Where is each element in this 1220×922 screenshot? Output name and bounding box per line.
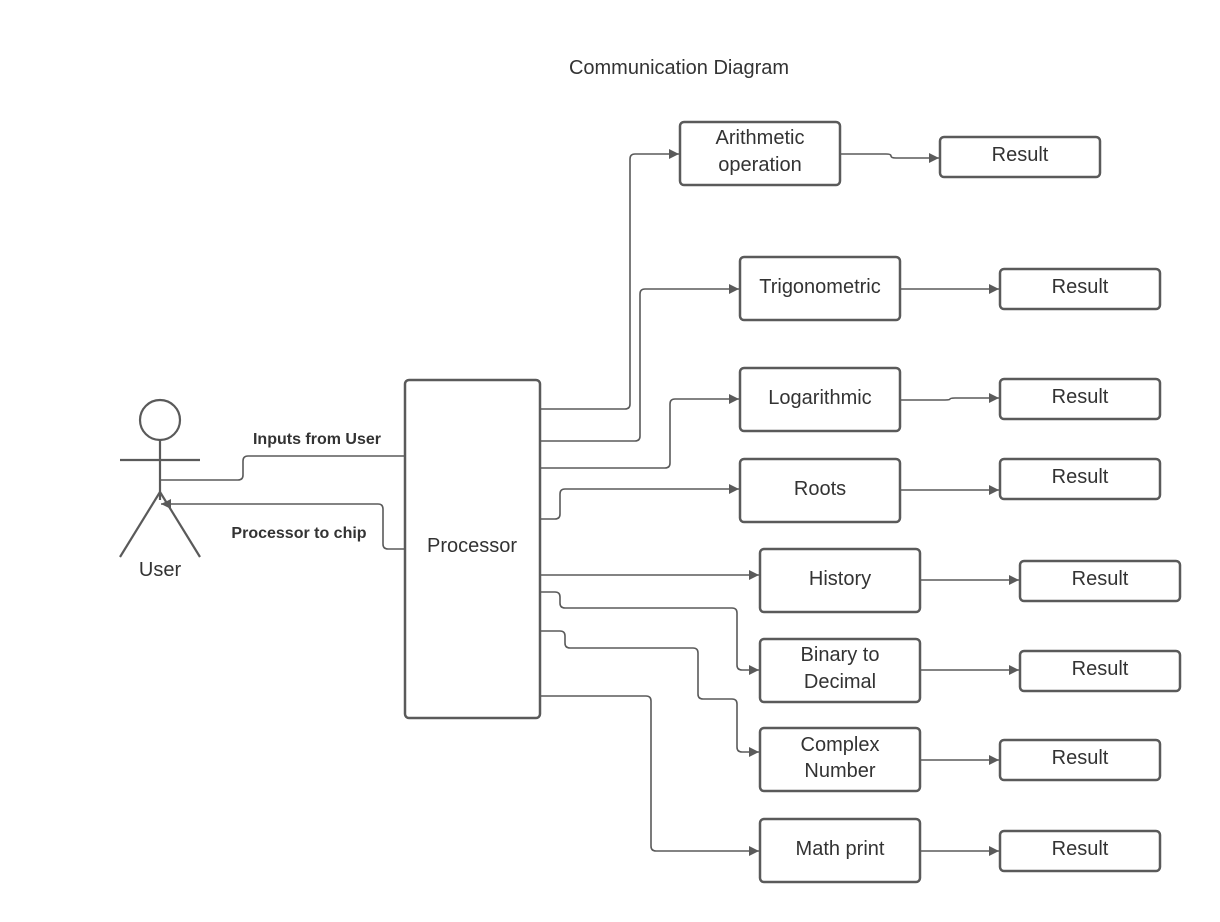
operation-node-logarithmic: Logarithmic xyxy=(738,366,902,433)
result-box xyxy=(938,135,1102,179)
operation-label-line: History xyxy=(809,568,871,590)
connector-user-to-processor xyxy=(160,455,405,481)
operation-box xyxy=(678,120,842,187)
operation-box xyxy=(738,366,902,433)
actor-label: User xyxy=(139,559,182,581)
operation-label-line: Arithmetic xyxy=(716,127,805,149)
actor-head xyxy=(138,398,182,442)
operation-box xyxy=(758,726,922,793)
connector-processor-to-arithmetic xyxy=(541,149,679,410)
actor-left-leg xyxy=(119,491,161,558)
result-box xyxy=(998,267,1162,311)
connector-logarithmic-to-result xyxy=(901,393,999,403)
user-actor: User xyxy=(119,398,201,581)
result-label: Result xyxy=(1052,276,1109,298)
result-box xyxy=(1018,649,1182,693)
operation-node-history: History xyxy=(758,547,922,614)
result-node-complex-number: Result xyxy=(998,738,1162,782)
connector-processor-to-trigonometric xyxy=(541,284,739,442)
result-label: Result xyxy=(1072,658,1129,680)
result-box xyxy=(998,738,1162,782)
processor-node: Processor xyxy=(403,378,542,720)
operation-node-trigonometric: Trigonometric xyxy=(738,255,902,322)
processor-label: Processor xyxy=(427,535,517,557)
connector-processor-to-binary xyxy=(541,591,759,675)
operation-label-line: Complex xyxy=(801,734,880,756)
result-label: Result xyxy=(992,144,1049,166)
operation-box xyxy=(738,255,902,322)
operation-node-math-print: Math print xyxy=(758,817,922,884)
operation-label-line: Number xyxy=(804,760,875,782)
connector-processor-to-user xyxy=(161,499,405,550)
operation-box xyxy=(758,547,922,614)
operation-label-line: Roots xyxy=(794,478,846,500)
result-node-logarithmic: Result xyxy=(998,377,1162,421)
connector-processor-to-mathprint xyxy=(541,695,759,856)
operation-box xyxy=(758,637,922,704)
result-label: Result xyxy=(1052,386,1109,408)
operation-box xyxy=(738,457,902,524)
result-node-math-print: Result xyxy=(998,829,1162,873)
operation-label-line: Math print xyxy=(796,838,885,860)
operation-node-roots: Roots xyxy=(738,457,902,524)
result-label: Result xyxy=(1052,747,1109,769)
result-label: Result xyxy=(1072,568,1129,590)
operation-label-line: Logarithmic xyxy=(768,387,871,409)
edge-label-inputs: Inputs from User xyxy=(253,431,381,448)
connector-processor-to-logarithmic xyxy=(541,394,739,469)
operation-label-line: Trigonometric xyxy=(759,276,881,298)
connector-arithmetic-to-result xyxy=(841,153,939,163)
result-node-arithmetic: Result xyxy=(938,135,1102,179)
result-node-history: Result xyxy=(1018,559,1182,603)
result-box xyxy=(1018,559,1182,603)
connector-processor-to-complex xyxy=(541,630,759,757)
diagram-title: Communication Diagram xyxy=(569,57,789,79)
result-node-roots: Result xyxy=(998,457,1162,501)
connector-processor-to-roots xyxy=(541,484,739,520)
actor-right-leg xyxy=(159,491,201,558)
operation-node-binary-to-decimal: Binary to Decimal xyxy=(758,637,922,704)
result-box xyxy=(998,829,1162,873)
result-node-trigonometric: Result xyxy=(998,267,1162,311)
processor-box xyxy=(403,378,542,720)
result-box xyxy=(998,457,1162,501)
operation-label-line: Binary to xyxy=(801,644,880,666)
operation-node-complex-number: Complex Number xyxy=(758,726,922,793)
result-box xyxy=(998,377,1162,421)
result-node-binary-to-decimal: Result xyxy=(1018,649,1182,693)
edge-label-processor-to-chip: Processor to chip xyxy=(231,525,366,542)
operation-node-arithmetic: Arithmetic operation xyxy=(678,120,842,187)
operation-box xyxy=(758,817,922,884)
operation-label-line: operation xyxy=(718,154,801,176)
result-label: Result xyxy=(1052,838,1109,860)
result-label: Result xyxy=(1052,466,1109,488)
operation-label-line: Decimal xyxy=(804,671,876,693)
